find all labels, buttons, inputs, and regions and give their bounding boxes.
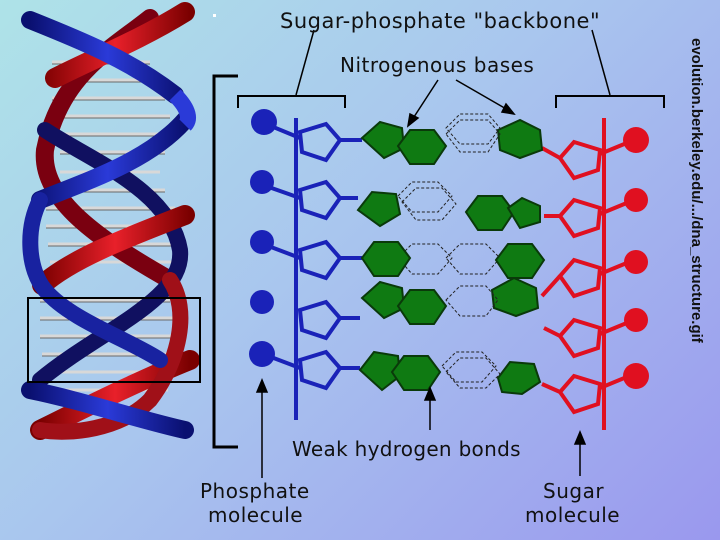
helix-blue-strand-back: [32, 122, 189, 388]
nitrogenous-bases-label: Nitrogenous bases: [340, 53, 534, 77]
phosphate-label-line2: molecule: [208, 503, 303, 527]
phosphate-groups-left: [249, 109, 277, 367]
annotation-arrows: [255, 79, 587, 478]
hydrogen-bonds-label: Weak hydrogen bonds: [292, 437, 521, 461]
double-helix-illustration: [21, 2, 200, 440]
backbone-bracket-right: [555, 95, 665, 108]
red-backbone: [540, 118, 635, 430]
sugar-label-line2: molecule: [525, 503, 620, 527]
helix-highlight-box: [27, 297, 201, 383]
zoom-bracket: [212, 74, 238, 449]
backbone-bracket-left: [237, 95, 346, 108]
backbone-label: Sugar-phosphate "backbone": [280, 9, 600, 33]
nitrogenous-bases: [356, 118, 544, 396]
phosphate-label-line1: Phosphate: [200, 479, 310, 503]
helix-blue-strand: [21, 11, 194, 439]
source-credit: evolution.berkeley.edu/.../dna_structure…: [688, 38, 705, 343]
blue-backbone: [262, 118, 362, 420]
sugar-label-line1: Sugar: [543, 479, 604, 503]
phosphate-groups-right: [623, 127, 649, 389]
